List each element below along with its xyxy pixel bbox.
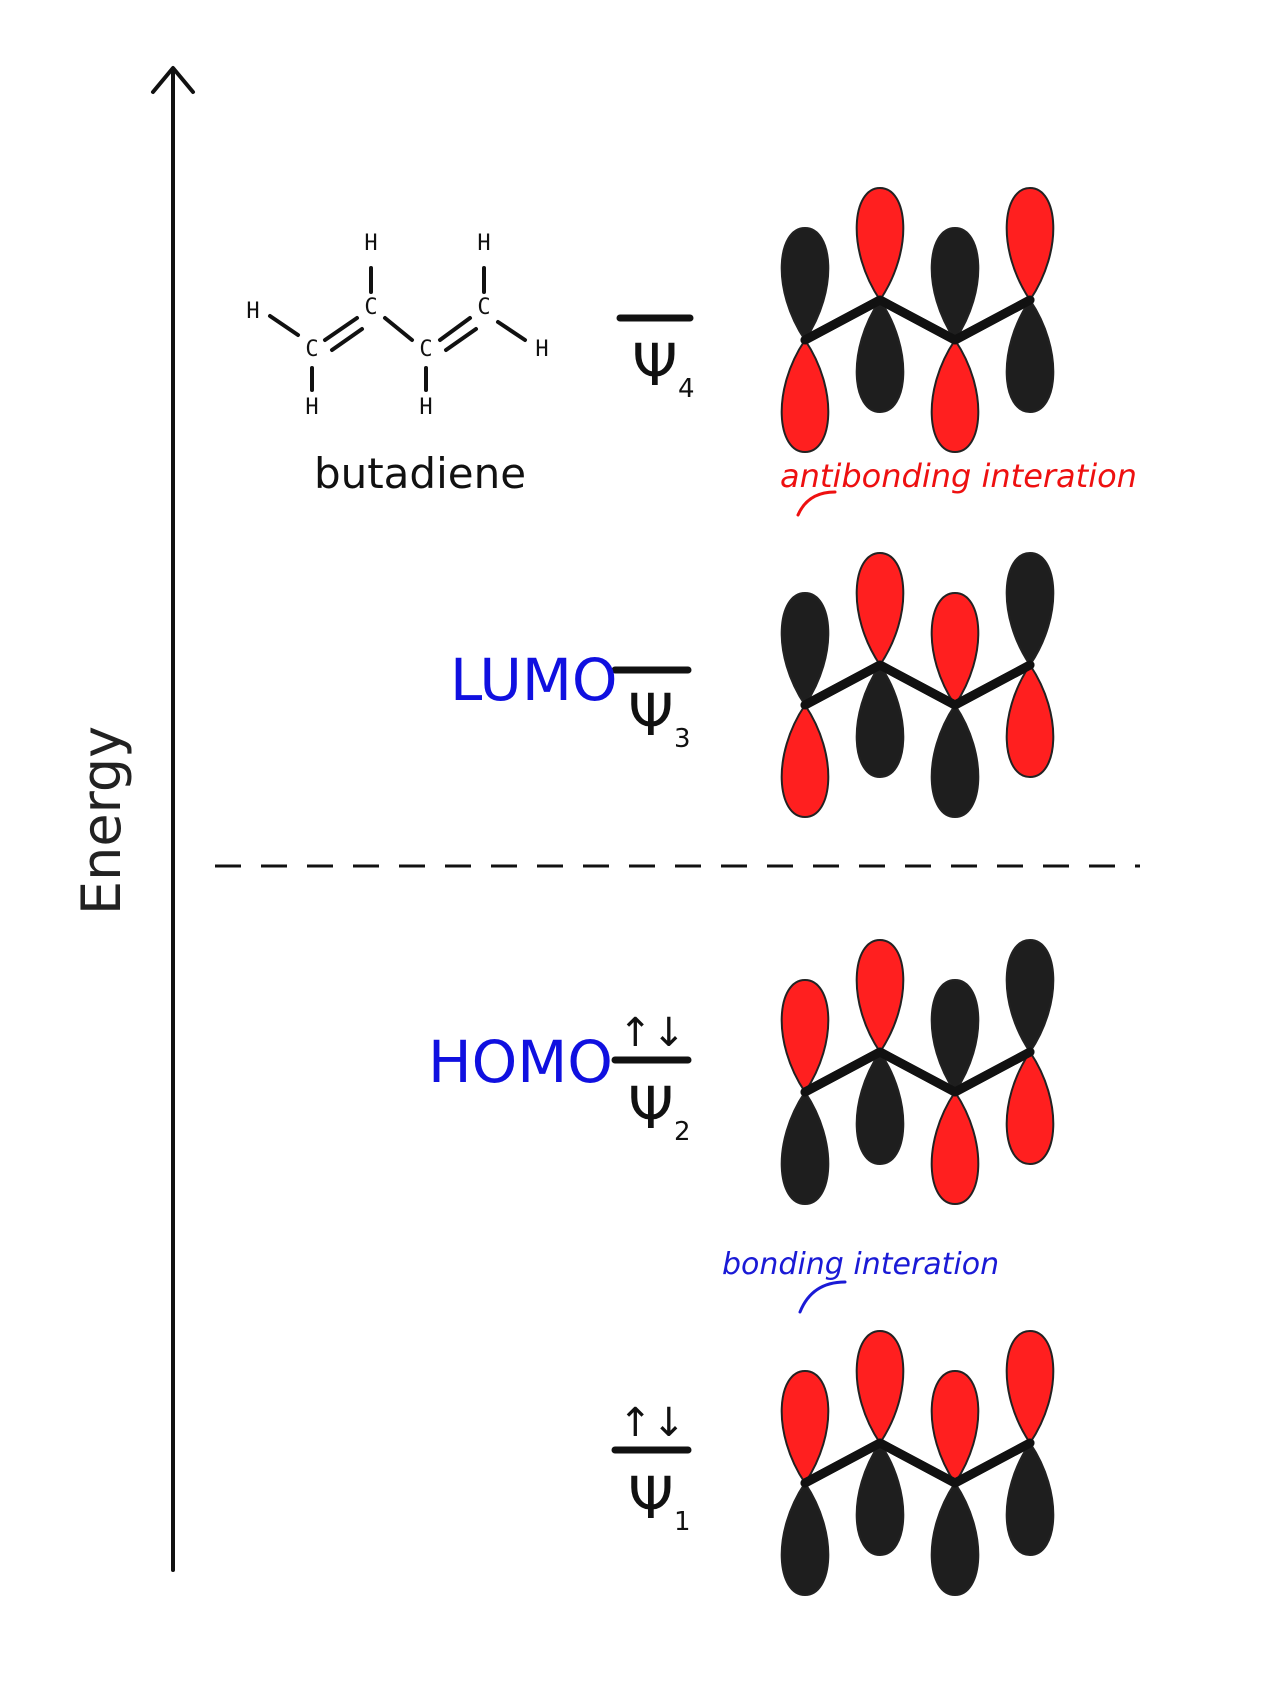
p-lobe-top: [780, 591, 830, 707]
p-lobe-top: [1005, 1329, 1055, 1445]
p-lobe-top: [930, 978, 980, 1094]
p-lobe-bottom: [1005, 298, 1055, 414]
atom-h-c2-top: H: [364, 231, 377, 256]
p-lobe-top: [930, 226, 980, 342]
p-lobe-top: [1005, 186, 1055, 302]
p-lobe-bottom: [855, 1441, 905, 1557]
p-lobe-top: [930, 591, 980, 707]
p-lobe-bottom: [855, 663, 905, 779]
electron-pair: ↑↓: [618, 1010, 685, 1056]
wavefunction-symbol: Ψ: [628, 1464, 674, 1532]
energy-axis-label: Energy: [70, 726, 133, 915]
p-lobe-bottom: [780, 1481, 830, 1597]
antibonding-annotation: antibonding interation: [780, 457, 1137, 495]
antibonding-pointer: [796, 490, 837, 517]
carbon-backbone-overlay: [800, 1438, 1035, 1488]
carbon-backbone-overlay: [800, 660, 1035, 710]
bonding-pointer: [798, 1280, 847, 1314]
orbital-psi3: [780, 551, 1055, 819]
orbital-psi4: [780, 186, 1055, 454]
p-lobe-bottom: [930, 1481, 980, 1597]
atom-h-c1-bottom: H: [305, 395, 318, 420]
atom-c1: C: [305, 337, 318, 362]
orbital-psi1: [780, 1329, 1055, 1597]
orbital-psi2: [780, 938, 1055, 1206]
p-lobe-top: [780, 1369, 830, 1485]
atom-c3: C: [419, 337, 432, 362]
p-lobe-top: [855, 186, 905, 302]
atom-h-left: H: [246, 299, 259, 324]
wavefunction-subscript: 3: [674, 724, 691, 754]
p-lobe-bottom: [855, 1050, 905, 1166]
wavefunction-subscript: 4: [678, 374, 695, 404]
wavefunction-symbol: Ψ: [628, 1074, 674, 1142]
wavefunction-symbol: Ψ: [628, 681, 674, 749]
frontier-label-lumo: LUMO: [450, 646, 618, 714]
orbital-diagrams: [780, 186, 1055, 1597]
p-lobe-bottom: [930, 1090, 980, 1206]
energy-axis-arrowhead: [151, 66, 195, 94]
p-lobe-bottom: [1005, 1050, 1055, 1166]
p-lobe-top: [855, 551, 905, 667]
p-lobe-bottom: [780, 703, 830, 819]
atom-h-c4-top: H: [477, 231, 490, 256]
atom-h-right: H: [535, 337, 548, 362]
p-lobe-top: [930, 1369, 980, 1485]
p-lobe-top: [855, 1329, 905, 1445]
atom-c2: C: [364, 295, 377, 320]
p-lobe-bottom: [930, 338, 980, 454]
p-lobe-top: [1005, 551, 1055, 667]
wavefunction-subscript: 2: [674, 1117, 691, 1147]
bonding-annotation: bonding interation: [722, 1247, 999, 1282]
electron-pair: ↑↓: [618, 1400, 685, 1446]
p-lobe-top: [780, 978, 830, 1094]
molecule-name: butadiene: [314, 449, 526, 498]
p-lobe-bottom: [930, 703, 980, 819]
p-lobe-top: [780, 226, 830, 342]
p-lobe-bottom: [780, 338, 830, 454]
p-lobe-bottom: [1005, 663, 1055, 779]
p-lobe-bottom: [855, 298, 905, 414]
p-lobe-top: [1005, 938, 1055, 1054]
atom-h-c3-bottom: H: [419, 395, 432, 420]
carbon-backbone-overlay: [800, 1047, 1035, 1097]
frontier-label-homo: HOMO: [428, 1028, 613, 1096]
p-lobe-bottom: [780, 1090, 830, 1206]
p-lobe-bottom: [1005, 1441, 1055, 1557]
butadiene-structure: [268, 266, 527, 392]
wavefunction-subscript: 1: [674, 1507, 691, 1537]
butadiene-atoms: C C C C H H H H H H: [246, 231, 548, 420]
p-lobe-top: [855, 938, 905, 1054]
wavefunction-symbol: Ψ: [632, 331, 678, 399]
carbon-backbone-overlay: [800, 295, 1035, 345]
atom-c4: C: [477, 295, 490, 320]
